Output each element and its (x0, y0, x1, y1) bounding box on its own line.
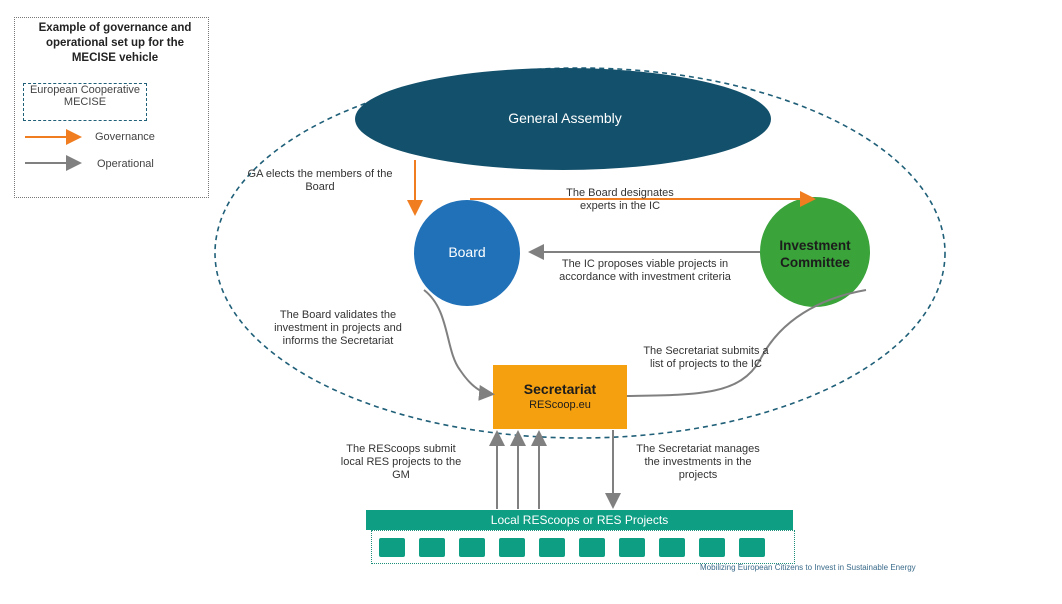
legend-box (14, 17, 209, 198)
local-bar-shape (366, 510, 793, 530)
secretariat-to-ic-arrow (626, 289, 867, 397)
project-square (459, 538, 485, 557)
legend-operational-label: Operational (97, 158, 154, 170)
secretariat-label: Secretariat (523, 381, 597, 397)
cooperative-boundary (214, 67, 946, 439)
legend-cooperative-label: European Cooperative MECISE (23, 83, 147, 121)
local-projects-row (371, 530, 795, 564)
rescoops-submit-label: The REScoops submit local RES projects t… (340, 443, 462, 481)
board-shape (414, 200, 520, 306)
project-square (499, 538, 525, 557)
project-square (379, 538, 405, 557)
project-square (659, 538, 685, 557)
project-square (419, 538, 445, 557)
investment-committee-shape (760, 197, 870, 307)
board-validates-label: The Board validates the investment in pr… (274, 309, 402, 347)
legend-governance-label: Governance (95, 131, 155, 143)
project-square (579, 538, 605, 557)
board-to-secretariat-arrow (423, 289, 495, 401)
general-assembly-label: General Assembly (508, 110, 622, 126)
legend-title: Example of governance and operational se… (38, 22, 192, 64)
project-square (619, 538, 645, 557)
board-designates-label: The Board designates experts in the IC (566, 187, 674, 212)
secretariat-submits-label: The Secretariat submits a list of projec… (643, 345, 769, 370)
project-square (539, 538, 565, 557)
investment-committee-label: Investment Committee (779, 238, 851, 270)
local-rescoops-label: Local REScoops or RES Projects (490, 513, 669, 527)
secretariat-manages-label: The Secretariat manages the investments … (636, 443, 760, 481)
secretariat-sublabel: REScoop.eu (529, 399, 591, 411)
general-assembly-shape (355, 68, 771, 170)
board-label: Board (448, 244, 486, 260)
project-square (699, 538, 725, 557)
footer-tagline: Mobilizing European Citizens to Invest i… (700, 563, 916, 572)
ic-proposes-label: The IC proposes viable projects in accor… (559, 258, 731, 283)
project-square (739, 538, 765, 557)
secretariat-shape (493, 365, 627, 429)
ga-elects-label: GA elects the members of the Board (247, 168, 393, 193)
